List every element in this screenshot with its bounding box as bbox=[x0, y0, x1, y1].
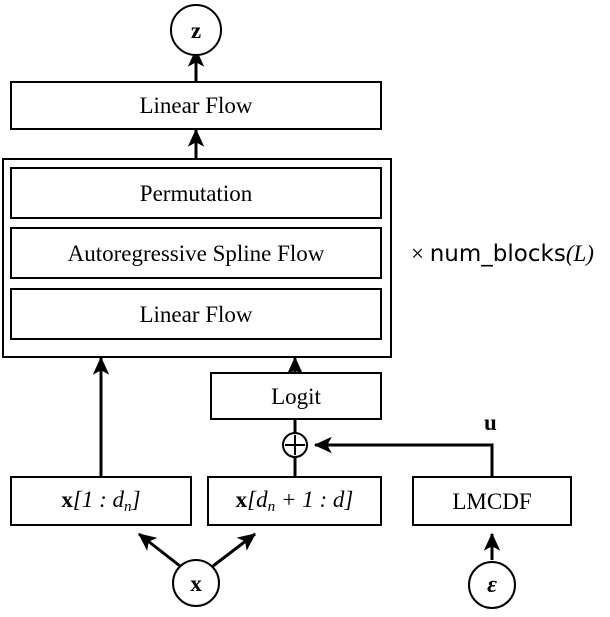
top-linear-flow-box[interactable]: Linear Flow bbox=[10, 81, 382, 130]
range-end-2: d bbox=[332, 487, 345, 513]
start-base: d bbox=[256, 487, 268, 513]
bracket-close: ] bbox=[131, 487, 141, 513]
circled-plus-icon bbox=[285, 435, 305, 455]
lmcdf-box[interactable]: LMCDF bbox=[412, 476, 572, 526]
x-first-split-box[interactable]: x[1 : dn] bbox=[10, 476, 192, 526]
repeat-multiplier-label: × num_blocks(L) bbox=[411, 242, 594, 266]
plus-symbol: + bbox=[280, 487, 297, 513]
close-paren: ) bbox=[586, 241, 594, 266]
range-start: 1 bbox=[81, 487, 94, 513]
lmcdf-label: LMCDF bbox=[452, 488, 532, 514]
inner-linear-flow-label: Linear Flow bbox=[139, 301, 253, 327]
range-colon-2: : bbox=[319, 487, 328, 513]
latent-variable-node-z[interactable]: z bbox=[170, 4, 222, 56]
x-second-split-box[interactable]: x[dn + 1 : d] bbox=[207, 476, 382, 526]
bracket-open-2: [ bbox=[247, 487, 257, 513]
range-end-base: d bbox=[112, 487, 125, 513]
inner-linear-flow-box[interactable]: Linear Flow bbox=[10, 288, 382, 340]
u-variable-label: u bbox=[484, 411, 497, 434]
data-variable-node-x[interactable]: x bbox=[172, 559, 220, 607]
u-label-text: u bbox=[484, 410, 497, 435]
range-end-subscript: n bbox=[124, 497, 132, 515]
start-subscript: n bbox=[267, 497, 276, 515]
latent-node-label: z bbox=[190, 17, 202, 43]
x-var-bold: x bbox=[61, 487, 73, 513]
num-blocks-param: L bbox=[573, 241, 587, 266]
num-blocks-identifier: num_blocks bbox=[429, 241, 566, 267]
logit-box[interactable]: Logit bbox=[210, 372, 382, 420]
bracket-open: [ bbox=[72, 487, 82, 513]
logit-label: Logit bbox=[271, 383, 321, 409]
open-paren: ( bbox=[565, 241, 574, 266]
data-node-label: x bbox=[190, 570, 202, 596]
bracket-close-2: ] bbox=[344, 487, 354, 513]
x-second-split-label: x[dn + 1 : d] bbox=[236, 488, 354, 514]
noise-node-label: ε bbox=[487, 572, 497, 598]
autoregressive-spline-flow-label: Autoregressive Spline Flow bbox=[67, 240, 325, 266]
autoregressive-spline-flow-box[interactable]: Autoregressive Spline Flow bbox=[10, 227, 382, 279]
offset-one: 1 bbox=[302, 487, 314, 513]
x-var-bold-2: x bbox=[235, 487, 248, 513]
top-linear-flow-label: Linear Flow bbox=[139, 93, 253, 118]
noise-variable-node-epsilon[interactable]: ε bbox=[468, 561, 516, 609]
permutation-box[interactable]: Permutation bbox=[10, 167, 382, 219]
edge-x-to-xsecond bbox=[212, 532, 256, 568]
sum-operator-node[interactable] bbox=[282, 432, 308, 458]
edge-x-to-xfirst bbox=[138, 532, 181, 568]
permutation-label: Permutation bbox=[139, 180, 253, 206]
range-colon: : bbox=[99, 487, 107, 513]
times-symbol: × bbox=[411, 241, 424, 266]
x-first-split-label: x[1 : dn] bbox=[61, 488, 140, 514]
edge-lmcdf-to-sum bbox=[313, 436, 494, 476]
